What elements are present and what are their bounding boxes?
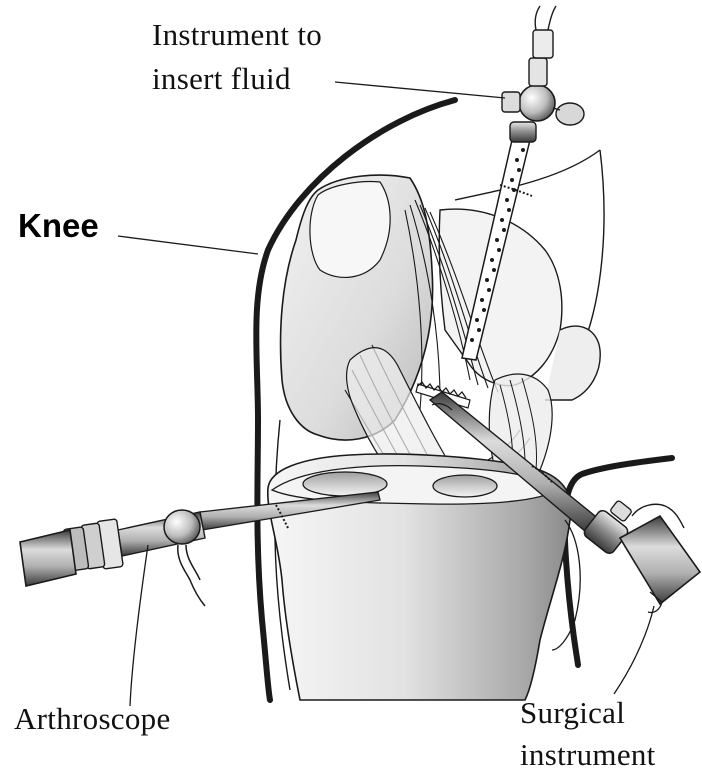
skin-line-top <box>455 150 600 200</box>
leader-arthroscope <box>130 545 148 706</box>
label-knee: Knee <box>18 208 99 244</box>
label-instrument-line1: Instrument to <box>152 18 322 52</box>
meniscus-right <box>433 475 497 497</box>
skin-line-right <box>585 150 604 340</box>
leader-fluid <box>335 82 505 98</box>
leader-knee <box>118 236 258 254</box>
leader-surgical <box>614 606 654 694</box>
label-surgical-line2: instrument <box>520 738 656 772</box>
label-surgical-line1: Surgical <box>520 696 625 730</box>
label-arthroscope: Arthroscope <box>14 702 171 736</box>
label-instrument-line2: insert fluid <box>152 62 291 96</box>
femur-highlight <box>310 182 390 278</box>
